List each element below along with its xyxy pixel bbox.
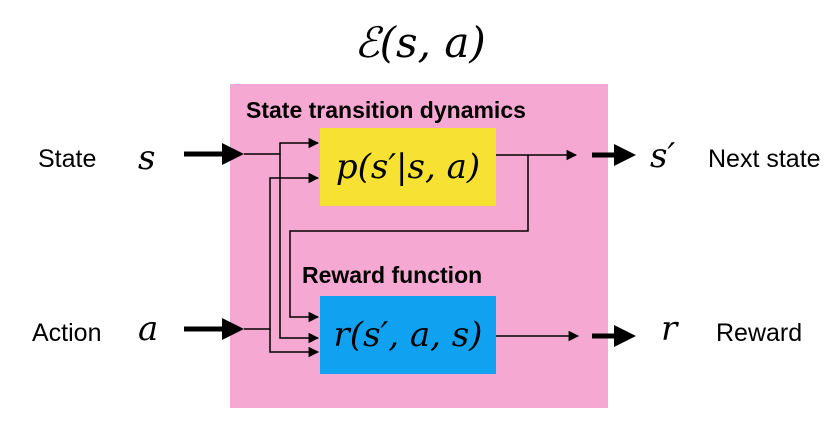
reward-output-arrow <box>592 325 636 347</box>
state-symbol: s <box>138 138 156 178</box>
reward-label: Reward <box>716 319 803 347</box>
action-distribution-lines <box>244 172 320 358</box>
next-state-label: Next state <box>708 145 821 173</box>
state-label: State <box>38 145 97 173</box>
reward-box: r(s′, a, s) <box>320 296 496 374</box>
next-state-lines <box>289 149 578 323</box>
environment-args: (s, a) <box>379 18 486 67</box>
environment-symbol: ℰ <box>354 18 380 67</box>
next-state-symbol: s′ <box>650 136 676 176</box>
action-label: Action <box>32 319 102 347</box>
dynamics-formula: p(s′|s, a) <box>335 147 481 187</box>
dynamics-heading: State transition dynamics <box>246 97 526 123</box>
environment-title: ℰ(s, a) <box>340 18 500 67</box>
dynamics-box: p(s′|s, a) <box>320 128 496 206</box>
reward-symbol: r <box>661 309 678 349</box>
action-symbol: a <box>138 309 159 349</box>
reward-formula: r(s′, a, s) <box>333 315 483 355</box>
state-input-arrow <box>184 143 244 165</box>
action-input-arrow <box>184 318 244 340</box>
state-distribution-lines <box>244 137 320 344</box>
next-state-output-arrow <box>592 144 636 166</box>
reward-heading: Reward function <box>302 262 483 288</box>
